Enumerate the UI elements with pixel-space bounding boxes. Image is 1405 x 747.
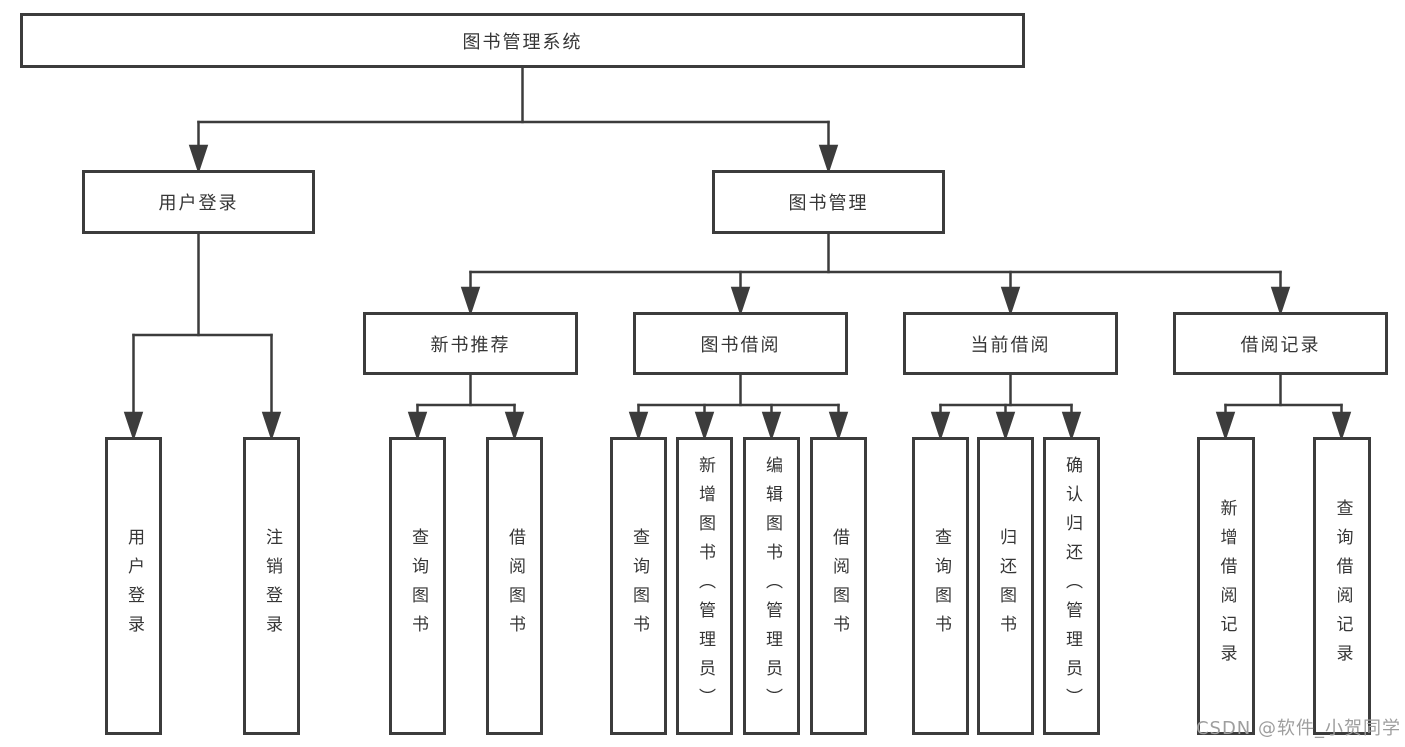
leaf-confirm-return-admin: 确认归还（管理员） xyxy=(1043,437,1100,735)
leaf-add-book-admin: 新增图书（管理员） xyxy=(676,437,733,735)
leaf-logout-login: 注销登录 xyxy=(243,437,300,735)
leaf-return-books: 归还图书 xyxy=(977,437,1034,735)
node-user-login: 用户登录 xyxy=(82,170,315,234)
leaf-query-books-current: 查询图书 xyxy=(912,437,969,735)
leaf-add-borrow-record: 新增借阅记录 xyxy=(1197,437,1255,735)
leaf-edit-book-admin: 编辑图书（管理员） xyxy=(743,437,800,735)
node-new-book-recommend: 新书推荐 xyxy=(363,312,578,375)
leaf-user-login: 用户登录 xyxy=(105,437,162,735)
node-book-borrowing: 图书借阅 xyxy=(633,312,848,375)
leaf-borrow-books-borrowing: 借阅图书 xyxy=(810,437,867,735)
watermark: CSDN @软件_小贺同学 xyxy=(1195,718,1401,739)
leaf-query-books-recommend: 查询图书 xyxy=(389,437,446,735)
leaf-query-borrow-record: 查询借阅记录 xyxy=(1313,437,1371,735)
node-root: 图书管理系统 xyxy=(20,13,1025,68)
node-current-borrowing: 当前借阅 xyxy=(903,312,1118,375)
leaf-borrow-books-recommend: 借阅图书 xyxy=(486,437,543,735)
leaf-query-books-borrowing: 查询图书 xyxy=(610,437,667,735)
node-book-management: 图书管理 xyxy=(712,170,945,234)
node-borrow-records: 借阅记录 xyxy=(1173,312,1388,375)
